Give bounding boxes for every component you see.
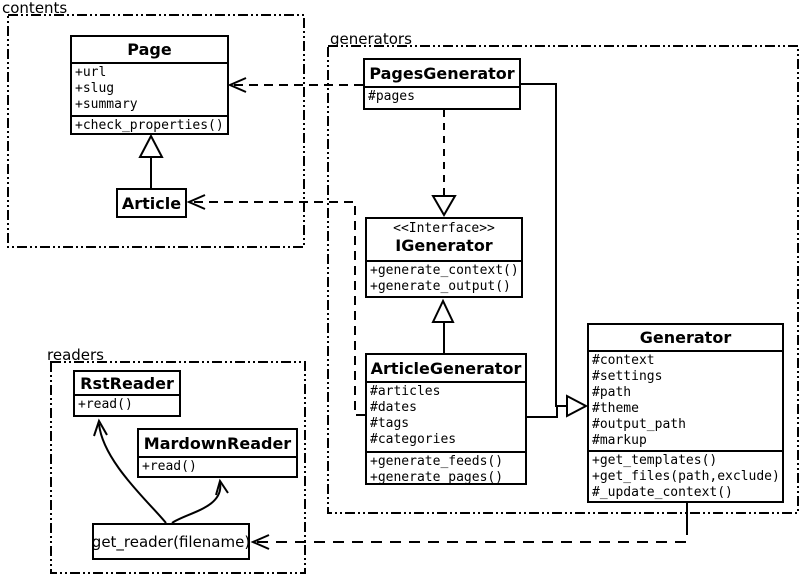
inheritance-articlegenerator-to-igenerator — [431, 298, 455, 353]
class-generator: Generator #context #settings #path #them… — [587, 323, 784, 503]
class-articlegenerator-attributes: #articles #dates #tags #categories — [367, 383, 525, 453]
method: +read() — [78, 397, 133, 412]
class-article-title: Article — [121, 193, 182, 213]
attribute: #articles — [370, 384, 441, 399]
inheritance-generators-to-generator — [521, 83, 589, 418]
class-mardownreader: MardownReader +read() — [137, 428, 298, 478]
class-igenerator-methods: +generate_context() +generate_output() — [367, 262, 521, 296]
attribute: +url — [75, 65, 107, 80]
method: +generate_pages() — [370, 470, 504, 485]
class-igenerator-header: <<Interface>> IGenerator — [367, 219, 521, 262]
class-generator-methods: +get_templates() +get_files(path,exclude… — [589, 452, 782, 501]
attribute: #output_path — [592, 417, 686, 432]
class-rstreader: RstReader +read() — [73, 370, 181, 417]
function-box-label: get_reader(filename) — [91, 532, 251, 551]
class-igenerator-title: IGenerator — [395, 236, 493, 255]
attribute: #path — [592, 385, 632, 400]
attribute: +slug — [75, 81, 115, 96]
attribute: #context — [592, 353, 655, 368]
class-pagesgenerator-title: PagesGenerator — [365, 60, 519, 88]
class-page-title: Page — [72, 37, 227, 64]
class-pagesgenerator: PagesGenerator #pages — [363, 58, 521, 110]
class-generator-attributes: #context #settings #path #theme #output_… — [589, 352, 782, 452]
class-articlegenerator-methods: +generate_feeds() +generate_pages() — [367, 453, 525, 486]
attribute: #pages — [368, 89, 415, 104]
class-page: Page +url +slug +summary +check_properti… — [70, 35, 229, 135]
attribute: #tags — [370, 416, 410, 431]
attribute: #settings — [592, 369, 663, 384]
inheritance-article-to-page — [138, 133, 164, 188]
class-igenerator: <<Interface>> IGenerator +generate_conte… — [365, 217, 523, 298]
class-page-methods: +check_properties() — [72, 117, 227, 134]
method: +generate_output() — [370, 279, 511, 294]
stereotype: <<Interface>> — [393, 221, 495, 236]
package-label-contents: contents — [2, 0, 68, 17]
class-rstreader-title: RstReader — [75, 372, 179, 396]
class-articlegenerator-title: ArticleGenerator — [367, 355, 525, 383]
attribute: #markup — [592, 433, 647, 448]
method: +check_properties() — [75, 118, 224, 133]
association-getreader-to-mardownreader — [171, 478, 229, 524]
attribute: #theme — [592, 401, 639, 416]
method: +read() — [142, 459, 197, 474]
class-mardownreader-methods: +read() — [139, 458, 296, 476]
class-articlegenerator: ArticleGenerator #articles #dates #tags … — [365, 353, 527, 485]
method: +get_files(path,exclude) — [592, 469, 780, 484]
package-label-readers: readers — [47, 346, 104, 364]
method: #_update_context() — [592, 485, 733, 500]
method: +generate_context() — [370, 263, 519, 278]
dependency-pagesgenerator-to-page — [227, 77, 363, 93]
class-page-attributes: +url +slug +summary — [72, 64, 227, 117]
method: +get_templates() — [592, 453, 718, 468]
class-pagesgenerator-attributes: #pages — [365, 88, 519, 108]
attribute: #dates — [370, 400, 417, 415]
class-mardownreader-title: MardownReader — [139, 430, 296, 458]
class-rstreader-methods: +read() — [75, 396, 179, 415]
attribute: +summary — [75, 97, 138, 112]
class-article: Article — [116, 188, 187, 218]
dependency-articlegenerator-to-article — [186, 194, 365, 416]
package-label-generators: generators — [330, 30, 412, 48]
function-box-get-reader: get_reader(filename) — [92, 523, 250, 560]
dependency-generator-to-getreader — [250, 502, 688, 550]
attribute: #categories — [370, 432, 457, 447]
realization-pagesgenerator-to-igenerator — [431, 110, 457, 217]
method: +generate_feeds() — [370, 454, 504, 469]
class-generator-title: Generator — [589, 325, 782, 352]
